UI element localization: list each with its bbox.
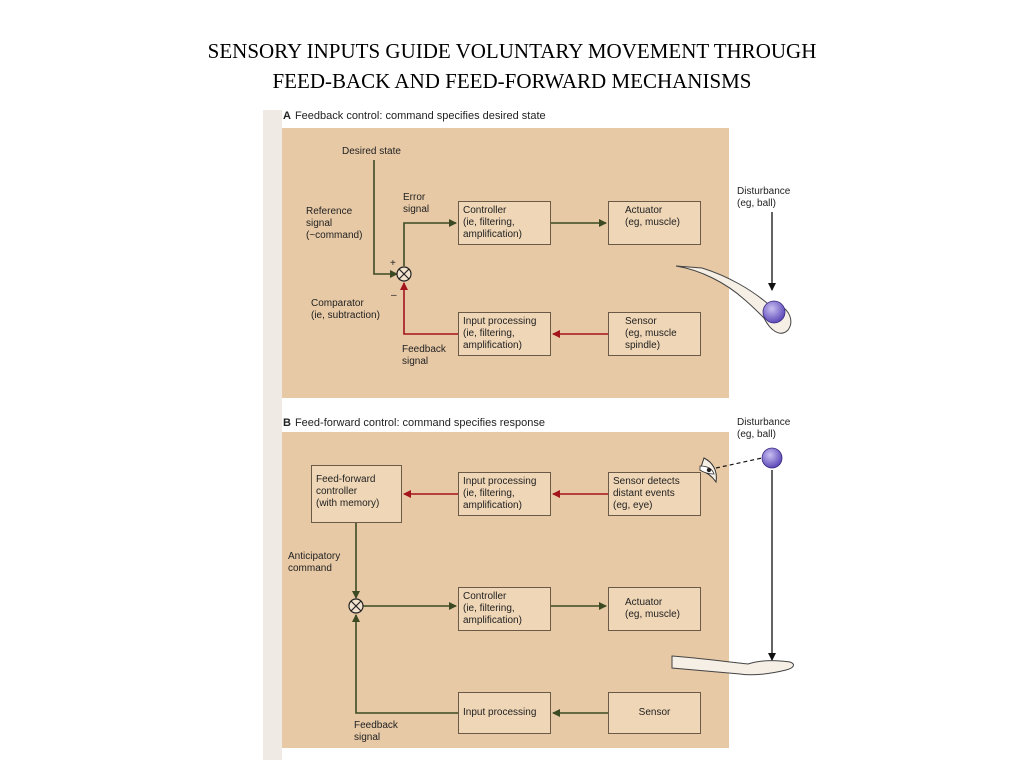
disturbance-label-b: Disturbance (eg, ball) bbox=[737, 417, 790, 441]
controller-a-line-2: (ie, filtering, bbox=[463, 217, 515, 228]
plus-sign: + bbox=[390, 258, 396, 269]
reference-signal-line-2: signal bbox=[306, 218, 333, 229]
scan-page-edge bbox=[263, 110, 282, 760]
panel-b-letter: B bbox=[283, 417, 291, 429]
actuator-box-b: Actuator (eg, muscle) bbox=[608, 587, 701, 631]
sensor-detects-line-1: Sensor detects bbox=[613, 476, 680, 487]
controller-box-b: Controller (ie, filtering, amplification… bbox=[458, 587, 551, 631]
feedback-signal-label-a: Feedback signal bbox=[402, 344, 446, 368]
reference-signal-label: Reference signal (~command) bbox=[306, 206, 362, 242]
input-processing-box-a: Input processing (ie, filtering, amplifi… bbox=[458, 312, 551, 356]
slide-title-line-1: SENSORY INPUTS GUIDE VOLUNTARY MOVEMENT … bbox=[207, 39, 817, 63]
panel-a-letter: A bbox=[283, 110, 291, 122]
disturbance-a-line-2: (eg, ball) bbox=[737, 198, 776, 209]
feedback-signal-label-b: Feedback signal bbox=[354, 720, 398, 744]
feedback-control-panel bbox=[282, 128, 729, 398]
minus-sign: – bbox=[391, 290, 397, 301]
slide-title-line-2: FEED-BACK AND FEED-FORWARD MECHANISMS bbox=[272, 69, 752, 93]
input-processing-b-top-line-2: (ie, filtering, bbox=[463, 488, 515, 499]
ball-icon bbox=[761, 447, 783, 469]
ff-controller-line-3: (with memory) bbox=[316, 498, 380, 509]
feedback-signal-b-line-1: Feedback bbox=[354, 720, 398, 731]
actuator-box-a: Actuator (eg, muscle) bbox=[608, 201, 701, 245]
controller-b-line-2: (ie, filtering, bbox=[463, 603, 515, 614]
error-signal-line-1: Error bbox=[403, 192, 426, 203]
feed-forward-controller-box: Feed-forward controller (with memory) bbox=[311, 465, 402, 523]
feedback-signal-b-line-2: signal bbox=[354, 732, 381, 743]
ff-controller-line-1: Feed-forward bbox=[316, 474, 376, 485]
feedback-signal-a-line-1: Feedback bbox=[402, 344, 446, 355]
controller-a-line-1: Controller bbox=[463, 205, 507, 216]
controller-a-line-3: amplification) bbox=[463, 229, 522, 240]
input-processing-box-b-bottom: Input processing bbox=[458, 692, 551, 734]
anticipatory-command-label: Anticipatory command bbox=[288, 551, 340, 575]
controller-b-line-1: Controller bbox=[463, 591, 507, 602]
error-signal-line-2: signal bbox=[403, 204, 430, 215]
comparator-label: Comparator (ie, subtraction) bbox=[311, 298, 380, 322]
sensor-detects-line-3: (eg, eye) bbox=[613, 500, 653, 511]
comparator-line-2: (ie, subtraction) bbox=[311, 310, 380, 321]
input-processing-b-top-line-1: Input processing bbox=[463, 476, 537, 487]
anticipatory-command-line-1: Anticipatory bbox=[288, 551, 341, 562]
reference-signal-line-1: Reference bbox=[306, 206, 353, 217]
sensor-a-line-1: Sensor bbox=[625, 316, 657, 327]
disturbance-label-a: Disturbance (eg, ball) bbox=[737, 186, 790, 210]
desired-state-label: Desired state bbox=[342, 146, 401, 157]
actuator-b-line-2: (eg, muscle) bbox=[625, 609, 681, 620]
sensor-box-a: Sensor (eg, muscle spindle) bbox=[608, 312, 701, 356]
actuator-a-line-1: Actuator bbox=[625, 205, 663, 216]
controller-box-a: Controller (ie, filtering, amplification… bbox=[458, 201, 551, 245]
sensor-detects-box: Sensor detects distant events (eg, eye) bbox=[608, 472, 701, 516]
input-processing-a-line-1: Input processing bbox=[463, 316, 537, 327]
disturbance-a-line-1: Disturbance bbox=[737, 186, 791, 197]
disturbance-b-line-2: (eg, ball) bbox=[737, 429, 776, 440]
panel-a-heading-text: Feedback control: command specifies desi… bbox=[294, 110, 546, 122]
ff-controller-line-2: controller bbox=[316, 486, 358, 497]
input-processing-b-top-line-3: amplification) bbox=[463, 500, 522, 511]
sensor-a-line-3: spindle) bbox=[625, 340, 661, 351]
feedback-signal-a-line-2: signal bbox=[402, 356, 429, 367]
input-processing-b-bottom-text: Input processing bbox=[463, 707, 537, 718]
actuator-a-line-2: (eg, muscle) bbox=[625, 217, 681, 228]
controller-b-line-3: amplification) bbox=[463, 615, 522, 626]
input-processing-a-line-2: (ie, filtering, bbox=[463, 328, 515, 339]
anticipatory-command-line-2: command bbox=[288, 563, 332, 574]
sensor-b-text: Sensor bbox=[638, 707, 671, 718]
sensor-detects-line-2: distant events bbox=[613, 488, 675, 499]
panel-b-heading-text: Feed-forward control: command specifies … bbox=[294, 417, 546, 429]
error-signal-label: Error signal bbox=[403, 192, 429, 216]
reference-signal-line-3: (~command) bbox=[306, 230, 363, 241]
input-processing-box-b-top: Input processing (ie, filtering, amplifi… bbox=[458, 472, 551, 516]
sensor-a-line-2: (eg, muscle bbox=[625, 328, 677, 339]
actuator-b-line-1: Actuator bbox=[625, 597, 663, 608]
disturbance-b-line-1: Disturbance bbox=[737, 417, 791, 428]
input-processing-a-line-3: amplification) bbox=[463, 340, 522, 351]
slide-title: SENSORY INPUTS GUIDE VOLUNTARY MOVEMENT … bbox=[0, 36, 1024, 96]
sensor-box-b: Sensor bbox=[608, 692, 701, 734]
comparator-line-1: Comparator bbox=[311, 298, 364, 309]
